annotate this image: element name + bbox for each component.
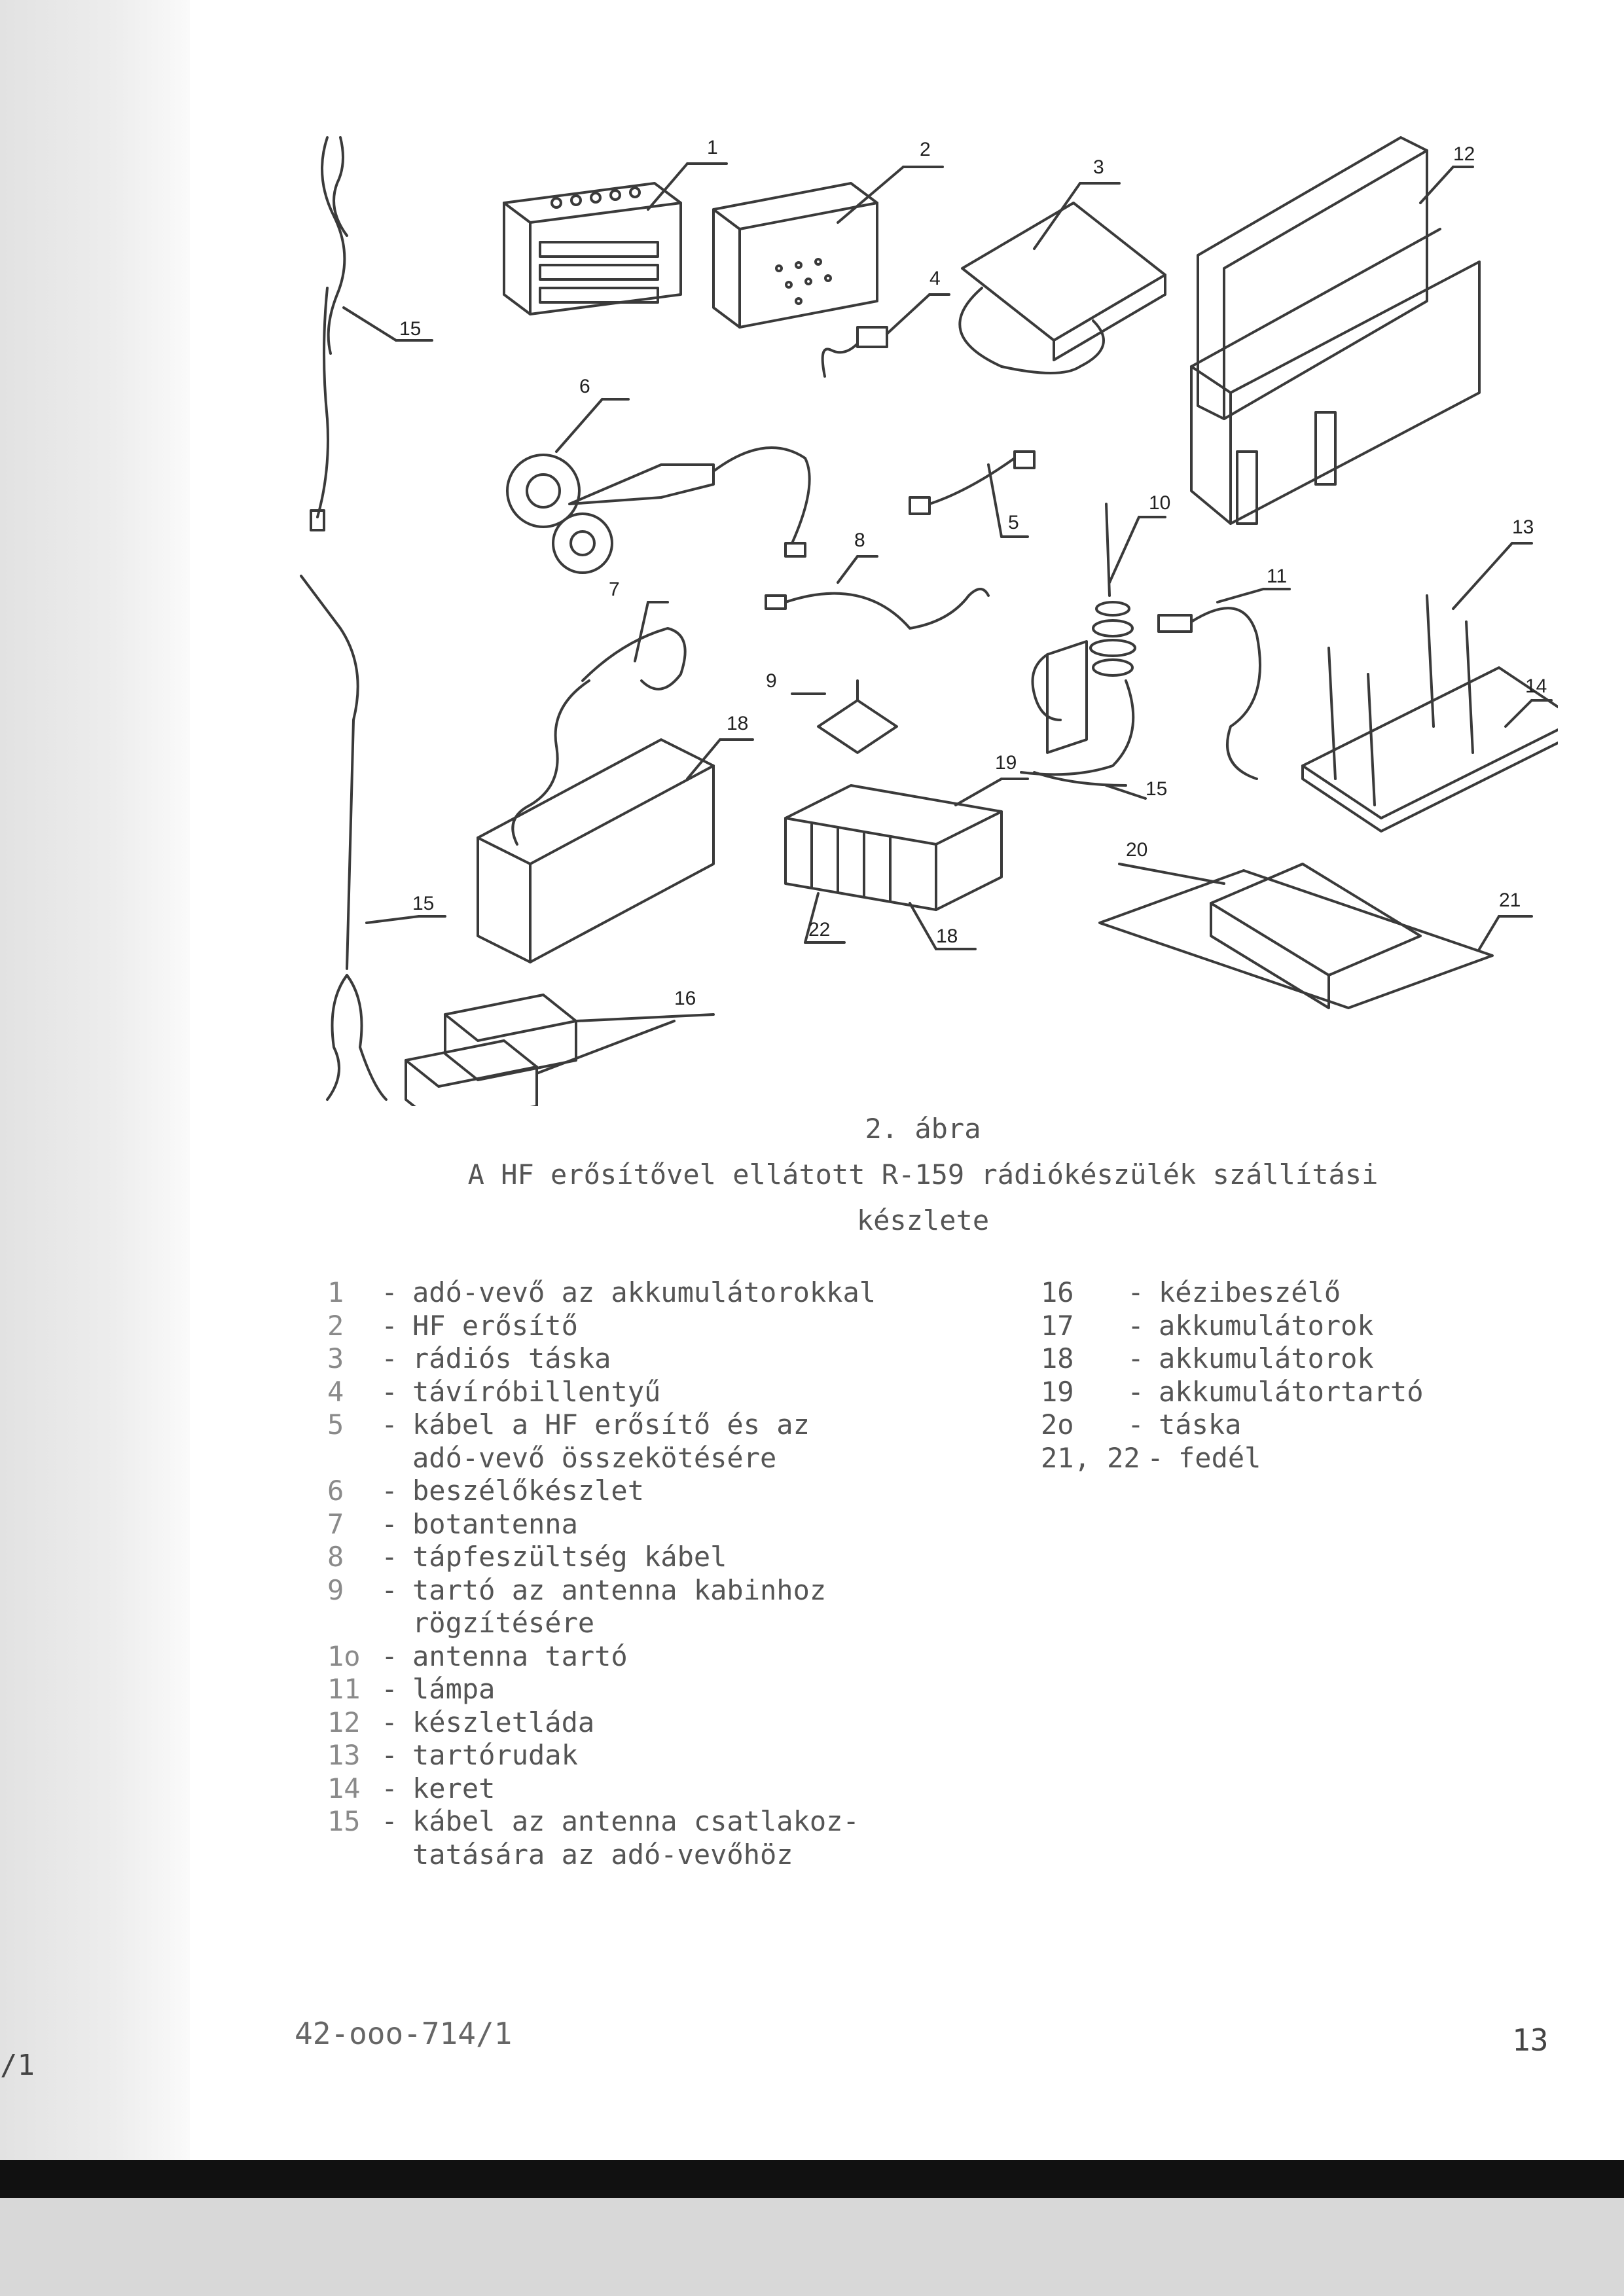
legend-left-column: 1-adó-vevő az akkumulátorokkal 2-HF erős… [327, 1276, 1015, 1871]
fig-label: 5 [1008, 512, 1019, 533]
fig-label: 8 [854, 529, 865, 551]
legend-item: 9-tartó az antenna kabinhoz [327, 1573, 827, 1606]
legend-item: 18-akkumulátorok [1041, 1342, 1374, 1374]
fig-label: 18 [727, 713, 748, 734]
lid-21-22-battery-18-icon [784, 778, 1029, 950]
hf-amplifier-2-icon [712, 166, 944, 329]
legend-item: 2-HF erősítő [327, 1309, 578, 1342]
legend-item: 1-adó-vevő az akkumulátorokkal [327, 1276, 876, 1308]
batteries-17-icon [405, 994, 715, 1127]
frame-14-rods-13-icon [1301, 542, 1579, 833]
legend-item: 14-keret [327, 1772, 496, 1804]
radio-bag-3-icon [958, 182, 1166, 374]
fig-label: 22 [808, 919, 830, 941]
fig-label: 9 [766, 670, 777, 692]
fig-label: 18 [936, 925, 958, 947]
fig-label: 19 [995, 752, 1017, 774]
fig-label: 3 [1093, 156, 1104, 178]
fig-label: 15 [412, 893, 434, 914]
bag-20-battery-18-icon [1098, 863, 1533, 1009]
legend-right-column: 16-kézibeszélő 17-akkumulátorok 18-akkum… [1041, 1276, 1551, 1475]
legend-item: 13-tartórudak [327, 1739, 578, 1771]
legend-item: 7-botantenna [327, 1507, 578, 1540]
fig-label: 10 [1149, 492, 1170, 514]
fig-label: 11 [1267, 565, 1287, 587]
power-cable-8-icon [765, 555, 990, 630]
page-number: 13 [1512, 2022, 1549, 2058]
fig-label: 20 [1126, 839, 1147, 861]
legend-item: 16-kézibeszélő [1041, 1276, 1341, 1308]
fig-label: 7 [609, 579, 620, 600]
fig-label: 6 [579, 376, 590, 397]
legend-item: 5-kábel a HF erősítő és az [327, 1408, 810, 1441]
document-id: 42-ooo-714/1 [295, 2016, 513, 2051]
legend-item-continuation: rögzítésére [412, 1607, 595, 1639]
figure-caption-line1: A HF erősítővel ellátott R-159 rádiókész… [467, 1158, 1379, 1191]
legend-item-continuation: tatására az adó-vevőhöz [412, 1838, 793, 1871]
cable-5-icon [909, 450, 1036, 538]
figure-caption-line2: készlete [856, 1204, 990, 1236]
legend-item: 3-rádiós táska [327, 1342, 611, 1374]
antenna-cable-15-icon [1033, 771, 1147, 800]
legend-item: 19-akkumulátortartó [1041, 1375, 1424, 1408]
fig-label: 15 [1146, 778, 1167, 800]
kit-box-12-icon [1190, 136, 1481, 525]
scan-bottom-bar [0, 2160, 1624, 2198]
fig-label: 13 [1512, 516, 1534, 538]
legend-item: 15-kábel az antenna csatlakoz- [327, 1805, 859, 1837]
antenna-holder-10-icon [1020, 503, 1166, 776]
fig-label: 21 [1499, 889, 1521, 911]
telegraph-key-4-icon [821, 293, 950, 378]
fig-label: 12 [1453, 143, 1475, 165]
handset-16-icon [310, 136, 433, 531]
figure-number: 2. ábra [865, 1113, 981, 1145]
headset-6-icon [506, 398, 811, 574]
fig-label: 15 [399, 318, 421, 340]
fig-label: 16 [674, 988, 696, 1009]
legend-item: 4-távíróbillentyű [327, 1375, 661, 1408]
legend-item: 12-készletláda [327, 1706, 595, 1738]
fig-label: 1 [707, 137, 718, 158]
fig-label: 4 [929, 268, 941, 289]
rod-antenna-7-icon [511, 601, 687, 846]
transceiver-1-icon [503, 162, 728, 315]
lamp-11-icon [1157, 588, 1291, 780]
legend-item: 17-akkumulátorok [1041, 1309, 1374, 1342]
legend-item: 6-beszélőkészlet [327, 1475, 645, 1507]
legend-item: 21, 22-fedél [1041, 1441, 1261, 1474]
legend-item: 1o-antenna tartó [327, 1640, 628, 1672]
legend-item: 8-tápfeszültség kábel [327, 1541, 727, 1573]
equipment-drawing: 15 1 2 3 [300, 136, 1579, 1127]
edge-mark: /1 [0, 2049, 35, 2082]
legend-item: 2o-táska [1041, 1408, 1242, 1441]
equipment-illustration: 15 1 2 3 [281, 124, 1579, 1127]
antenna-cable-long-15-icon [300, 575, 446, 1101]
legend-item-continuation: adó-vevő összekötésére [412, 1441, 777, 1474]
scan-left-shadow [0, 0, 190, 2173]
fig-label: 2 [920, 139, 931, 160]
bracket-9-icon [791, 679, 898, 754]
battery-holder-19-icon [477, 738, 754, 963]
legend-item: 11-lámpa [327, 1673, 496, 1705]
fig-label: 14 [1525, 675, 1547, 697]
